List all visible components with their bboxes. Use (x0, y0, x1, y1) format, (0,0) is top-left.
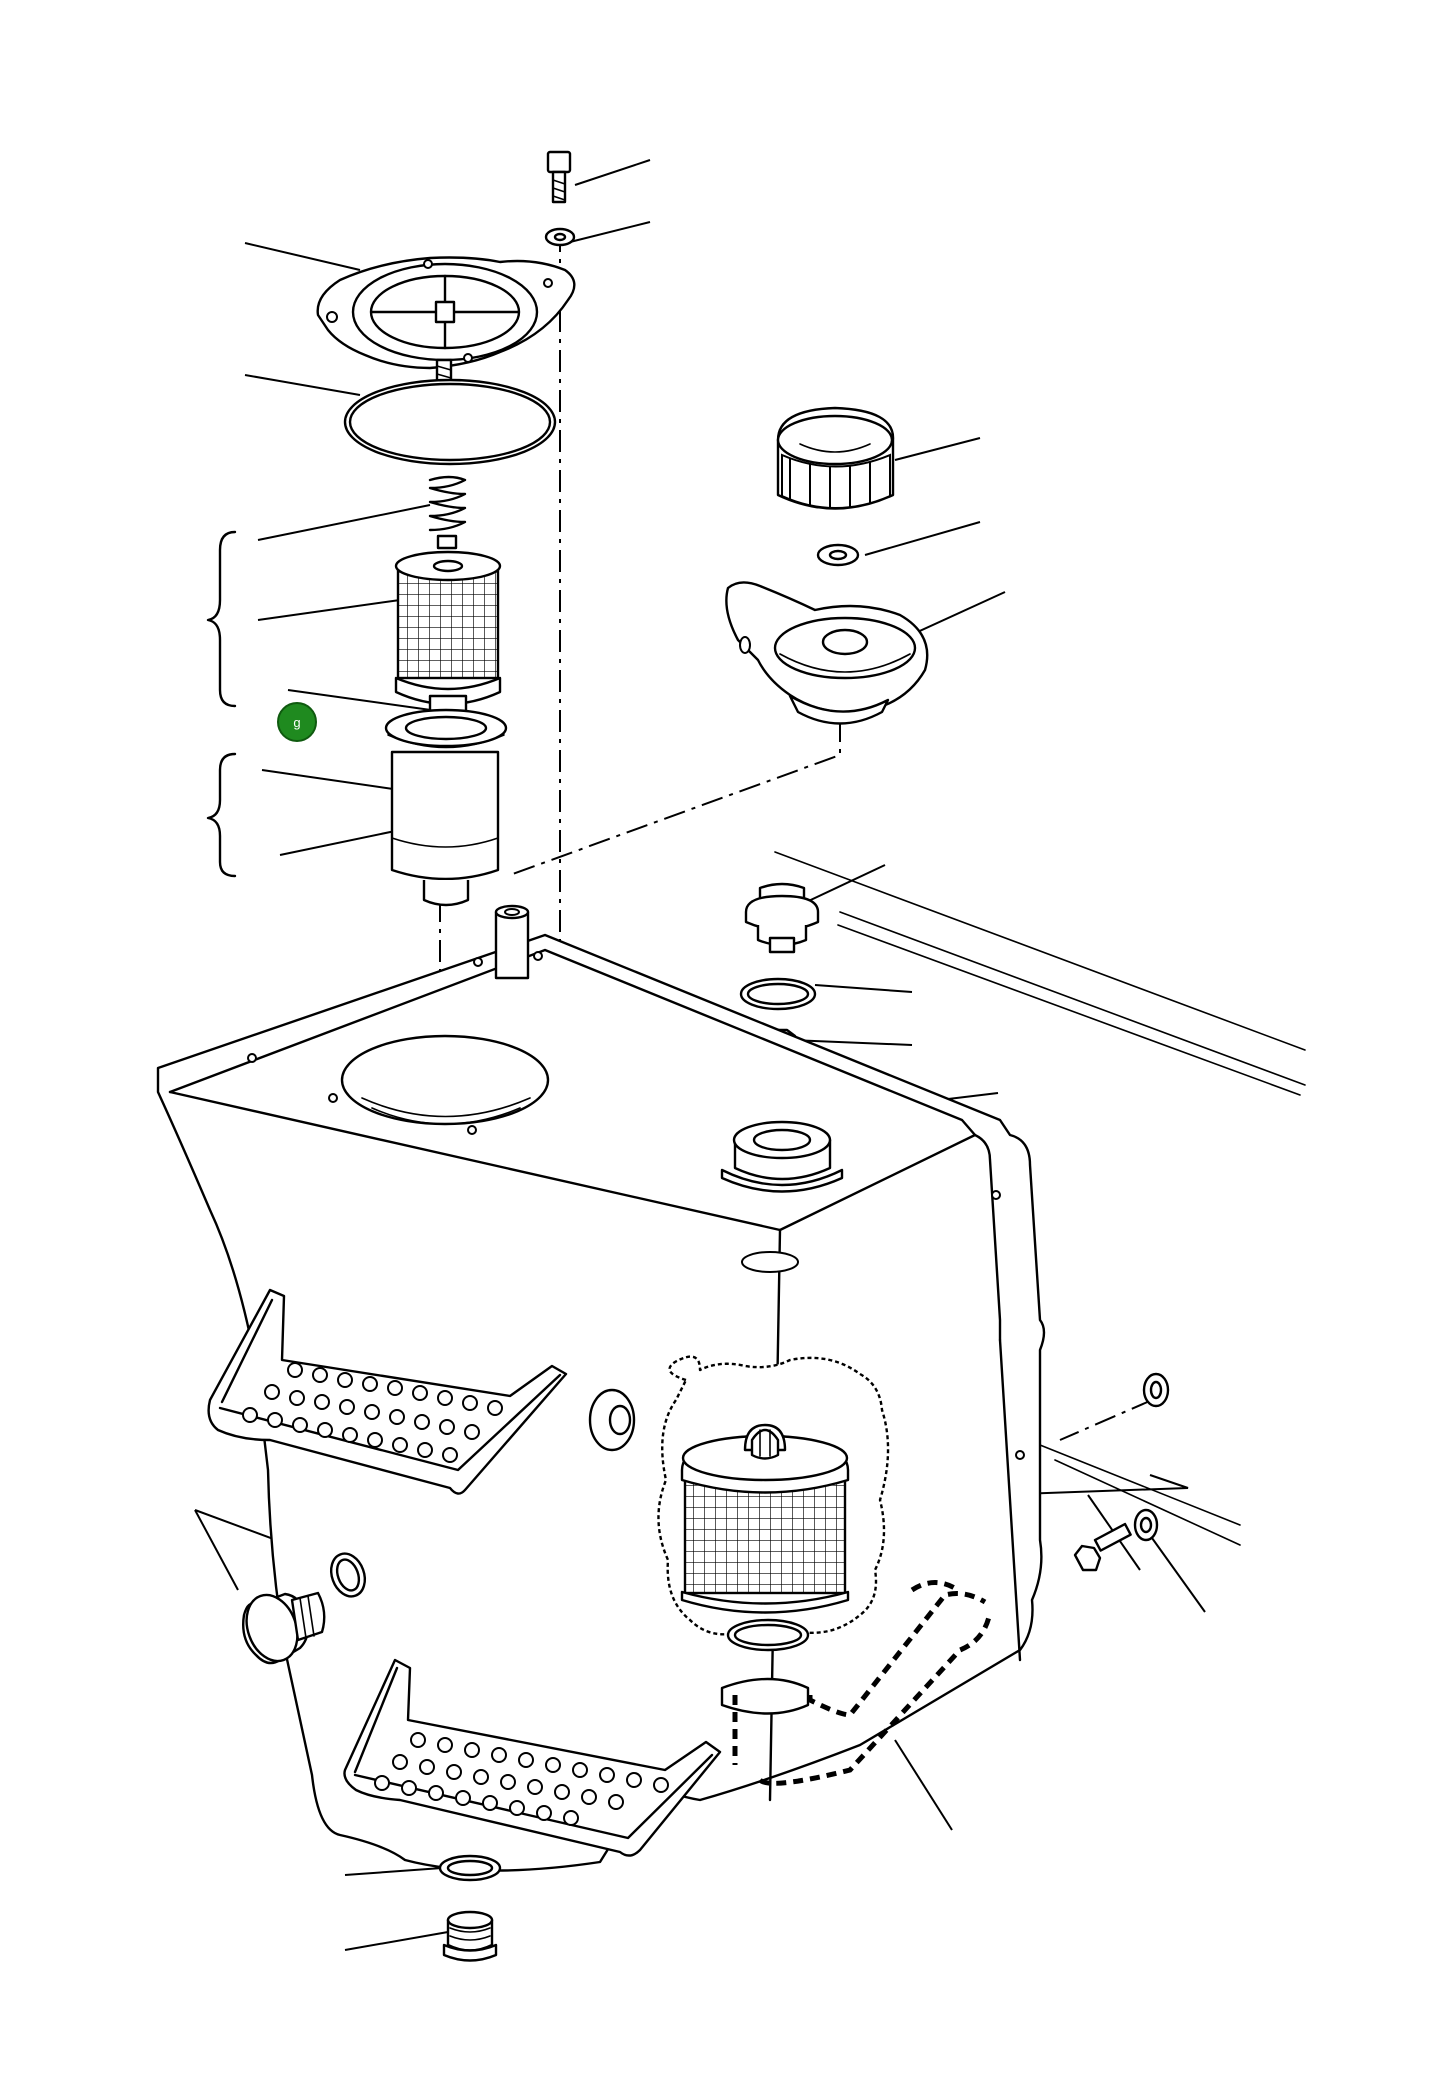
filter-seal-ring (384, 708, 508, 749)
strainer-o-ring (726, 1618, 810, 1652)
lower-step (343, 1658, 722, 1857)
sight-glass-plug (242, 1591, 326, 1665)
suction-pipe-hidden (732, 1580, 993, 1786)
filter-cover-plate (316, 256, 576, 386)
hydraulic-tank-body (156, 904, 1046, 1872)
drain-o-ring (438, 1854, 502, 1882)
upper-step (207, 1288, 568, 1495)
callout-badge[interactable]: g (277, 702, 317, 742)
return-filter-element (394, 550, 502, 720)
lower-step-holes (374, 1732, 669, 1826)
side-mount-washer (1133, 1508, 1159, 1542)
cover-bolt (546, 150, 572, 204)
filter-spring (428, 475, 467, 550)
frame-lines (774, 851, 1306, 1546)
suction-strainer (657, 1355, 890, 1637)
breather-cap (776, 406, 895, 510)
filter-housing (390, 750, 500, 907)
sight-glass-o-ring (329, 1552, 367, 1598)
side-mount-washer-top (1142, 1372, 1170, 1408)
callout-label: g (293, 715, 300, 730)
breather-washer (816, 543, 860, 567)
filler-strainer (725, 581, 929, 725)
cover-gasket (343, 378, 557, 466)
cover-washer (544, 227, 576, 247)
side-mount-bolt (1073, 1522, 1132, 1572)
upper-step-holes (242, 1362, 503, 1463)
sender-o-ring (739, 977, 817, 1011)
drain-plug (442, 1910, 498, 1962)
level-sender-plug (744, 882, 820, 954)
bracket-braces (206, 530, 237, 878)
